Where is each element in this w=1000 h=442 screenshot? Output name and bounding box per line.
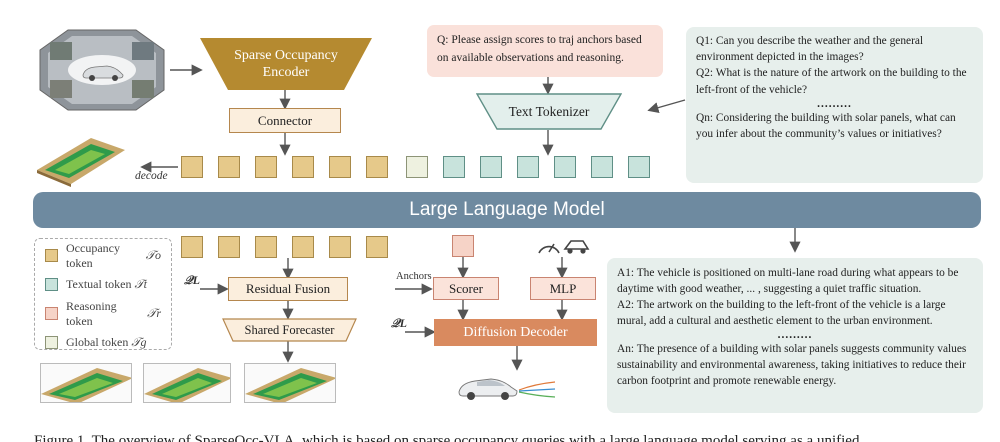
question-1: Q1: Can you describe the weather and the…: [696, 35, 924, 64]
legend-global-text: Global token: [66, 335, 129, 349]
occupancy-token: [292, 156, 314, 178]
global-token: [406, 156, 428, 178]
residual-fusion-box: Residual Fusion: [228, 277, 348, 301]
occupancy-token: [255, 236, 277, 258]
ql-label-diffusion: 𝒬L: [391, 316, 407, 330]
sparse-occupancy-encoder: Sparse Occupancy Encoder: [200, 38, 372, 90]
global-swatch: [45, 336, 58, 349]
occupancy-map-icon: [245, 368, 335, 402]
textual-token: [480, 156, 502, 178]
questions-ellipsis: .........: [817, 97, 852, 110]
ego-car-icon: [82, 65, 124, 81]
forecast-scene-3: [244, 363, 336, 403]
encoder-label: Sparse Occupancy Encoder: [234, 48, 338, 80]
occupancy-token: [218, 156, 240, 178]
trajectory-query-box: Q: Please assign scores to traj anchors …: [427, 25, 663, 77]
occupancy-token: [218, 236, 240, 258]
answers-ellipsis: .........: [777, 329, 813, 341]
occupancy-map-icon: [41, 368, 131, 402]
ql-label-fusion: 𝒬L: [184, 273, 200, 287]
occupancy-token: [292, 236, 314, 258]
textual-token: [554, 156, 576, 178]
occupancy-swatch: [45, 249, 58, 262]
occupancy-map-icon: [144, 368, 230, 402]
occupancy-token: [329, 236, 351, 258]
reasoning-token: [452, 235, 474, 257]
anchors-label: Anchors: [396, 271, 432, 282]
encoder-trapezoid: [200, 38, 372, 90]
forecaster-shape: [222, 318, 357, 342]
legend-occupancy-symbol: 𝒯o: [145, 248, 161, 262]
mlp-box: MLP: [530, 277, 596, 300]
legend-occupancy-text: Occupancy token: [66, 240, 120, 270]
figure-caption: Figure 1. The overview of SparseOcc-VLA,…: [34, 430, 1000, 442]
textual-token: [517, 156, 539, 178]
decoded-occupancy-scene: [35, 132, 127, 188]
occupancy-token: [366, 156, 388, 178]
occupancy-token: [255, 156, 277, 178]
forecaster-label: Shared Forecaster: [244, 322, 335, 337]
answers-bubble: A1: The vehicle is positioned on multi-l…: [607, 258, 983, 413]
text-tokenizer: Text Tokenizer: [476, 93, 622, 130]
occupancy-token: [181, 156, 203, 178]
reasoning-swatch: [45, 307, 58, 320]
legend-textual-text: Textual token: [66, 277, 132, 291]
connector-box: Connector: [229, 108, 341, 133]
occupancy-token: [329, 156, 351, 178]
textual-token: [591, 156, 613, 178]
textual-swatch: [45, 278, 58, 291]
legend-occupancy: Occupancy token 𝒯o: [45, 241, 161, 270]
legend: Occupancy token 𝒯o Textual token 𝒯t Reas…: [34, 238, 172, 350]
textual-token: [443, 156, 465, 178]
legend-reasoning: Reasoning token 𝒯r: [45, 299, 161, 328]
shared-forecaster: Shared Forecaster: [222, 318, 357, 342]
forecast-scene-2: [143, 363, 231, 403]
forecast-scene-1: [40, 363, 132, 403]
tokenizer-trapezoid: [476, 93, 622, 130]
caption-text: Figure 1. The overview of SparseOcc-VLA,…: [34, 433, 860, 442]
speed-steering-icon: [538, 240, 590, 254]
question-n: Qn: Considering the building with solar …: [696, 111, 956, 141]
occupancy-token: [366, 236, 388, 258]
planned-trajectory-car-icon: [458, 378, 556, 400]
answer-2: A2: The artwork on the building to the l…: [617, 299, 946, 327]
questions-bubble: Q1: Can you describe the weather and the…: [686, 27, 983, 183]
legend-reasoning-symbol: 𝒯r: [147, 306, 161, 320]
legend-global-symbol: 𝒯g: [131, 335, 147, 349]
answer-1: A1: The vehicle is positioned on multi-l…: [617, 267, 959, 295]
legend-textual: Textual token 𝒯t: [45, 270, 161, 299]
legend-global: Global token 𝒯g: [45, 328, 161, 357]
question-2: Q2: What is the nature of the artwork on…: [696, 67, 967, 96]
occupancy-token: [181, 236, 203, 258]
legend-textual-symbol: 𝒯t: [134, 277, 148, 291]
diffusion-decoder-box: Diffusion Decoder: [434, 319, 597, 346]
decode-label: decode: [135, 170, 168, 182]
textual-token: [628, 156, 650, 178]
tokenizer-label: Text Tokenizer: [508, 103, 590, 119]
occupancy-map-icon: [37, 138, 125, 187]
large-language-model: Large Language Model: [33, 192, 981, 228]
scorer-box: Scorer: [433, 277, 499, 300]
legend-reasoning-text: Reasoning token: [66, 298, 117, 328]
answer-n: An: The presence of a building with sola…: [617, 343, 967, 387]
